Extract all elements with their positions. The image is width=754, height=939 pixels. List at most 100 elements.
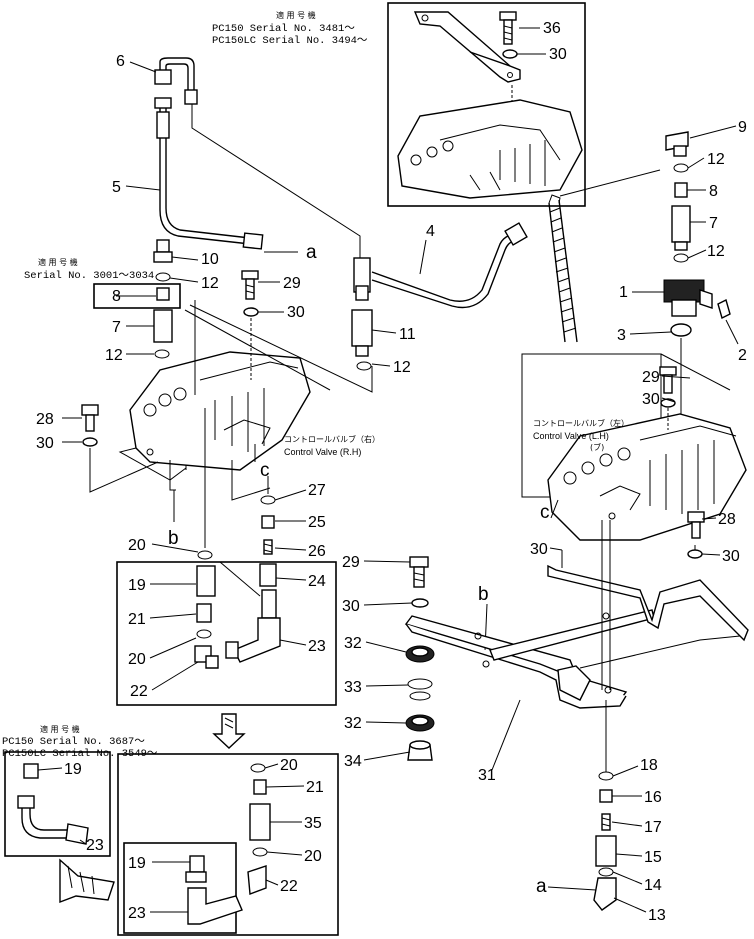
- callout-29-center: 29: [342, 554, 360, 571]
- bottom-note-line1: PC150 Serial No. 3687～: [2, 736, 145, 748]
- lh-valve-sub: (ブ): [590, 442, 604, 452]
- callout-leaders: [37, 27, 739, 913]
- callout-3: 3: [617, 327, 626, 344]
- rh-valve-label: Control Valve (R.H): [284, 447, 361, 457]
- callout-numbers: 36 30 9 12 8 7 12 1 2 3 6 5 4 10 12 8 29…: [36, 20, 747, 924]
- callout-12-a: 12: [707, 151, 725, 168]
- rh-control-valve: [118, 300, 331, 501]
- callout-31: 31: [478, 767, 496, 784]
- callout-20-c: 20: [280, 757, 298, 774]
- callout-7-right: 7: [709, 215, 718, 232]
- callout-13: 13: [648, 907, 666, 924]
- callout-10: 10: [201, 251, 219, 268]
- callout-25: 25: [308, 514, 326, 531]
- callout-29-right: 29: [642, 369, 660, 386]
- callout-16: 16: [644, 789, 662, 806]
- reference-arrows: [173, 251, 597, 891]
- letter-c-right: c: [540, 502, 550, 523]
- callout-32-a: 32: [344, 635, 362, 652]
- left-note-heading: 適 用 号 機: [38, 257, 78, 267]
- top-note-line2: PC150LC Serial No. 3494～: [212, 35, 368, 47]
- callout-11: 11: [399, 326, 416, 343]
- callout-34: 34: [344, 753, 362, 770]
- callout-22-b: 22: [280, 878, 298, 895]
- mount-stack: [405, 556, 435, 761]
- callout-18: 18: [640, 757, 658, 774]
- callout-27: 27: [308, 482, 326, 499]
- center-fittings: [197, 408, 277, 587]
- callout-26: 26: [308, 543, 326, 560]
- callout-7-left: 7: [112, 319, 121, 336]
- callout-24: 24: [308, 573, 326, 590]
- rh-valve-jp: コントロールバルブ（右）: [284, 434, 380, 444]
- right-fittings: [663, 131, 731, 415]
- callout-21-a: 21: [128, 611, 146, 628]
- callout-19-a: 19: [128, 577, 146, 594]
- bolt-36: [499, 11, 518, 59]
- callout-15: 15: [644, 849, 662, 866]
- bolt-28-washer-30-left: [81, 404, 159, 493]
- bolt-28-washer-30-right: [687, 511, 705, 559]
- callout-12-b: 12: [707, 243, 725, 260]
- top-note-heading: 適 用 号 機: [276, 10, 316, 20]
- top-variant-frame: [387, 2, 586, 207]
- callout-5: 5: [112, 179, 121, 196]
- bolt-29-washer-30-left: [241, 270, 259, 380]
- frames: [4, 2, 586, 936]
- letter-b-left: b: [168, 528, 179, 549]
- callout-30-right-b: 30: [722, 548, 740, 565]
- callout-23-b: 23: [86, 837, 104, 854]
- bottom-variant-drawings: [17, 713, 271, 925]
- top-inset-drawing: [397, 11, 583, 199]
- letter-b-right: b: [478, 584, 489, 605]
- callout-19-b: 19: [64, 761, 82, 778]
- bottom-right-fittings: [593, 700, 617, 911]
- mount-bracket-31: [404, 520, 749, 771]
- lh-valve-jp: コントロールバルブ（左）: [533, 418, 629, 428]
- letter-labels: a b c c b a: [168, 242, 550, 897]
- lh-control-valve: [521, 353, 747, 541]
- callout-32-b: 32: [344, 715, 362, 732]
- group-fittings: [194, 561, 281, 669]
- callout-36: 36: [543, 20, 561, 37]
- callout-21-b: 21: [306, 779, 324, 796]
- bottom-left-variant-frame: [4, 751, 111, 857]
- bottom-note-heading: 適 用 号 機: [40, 724, 80, 734]
- callout-20-b: 20: [128, 651, 146, 668]
- callout-17: 17: [644, 819, 662, 836]
- lh-valve-label: Control Valve (L.H): [533, 431, 609, 441]
- letter-c-left: c: [260, 460, 270, 481]
- callout-8-left: 8: [112, 288, 121, 305]
- callout-29-left: 29: [283, 275, 301, 292]
- top-note-line1: PC150 Serial No. 3481～: [212, 23, 355, 35]
- pipe-6-5: [154, 57, 361, 260]
- pipe-4: [189, 222, 528, 393]
- callout-14: 14: [644, 877, 662, 894]
- callout-30-right-a: 30: [642, 391, 660, 408]
- callout-6: 6: [116, 53, 125, 70]
- bottom-variant-frame: [117, 753, 339, 936]
- left-fittings: [153, 239, 173, 359]
- callout-33: 33: [344, 679, 362, 696]
- bottom-inner-frame: [123, 842, 237, 934]
- callout-30-right-c: 30: [530, 541, 548, 558]
- callout-19-c: 19: [128, 855, 146, 872]
- letter-a-top: a: [306, 242, 317, 263]
- callout-4: 4: [426, 223, 435, 240]
- left-note-line1: Serial No. 3001～3034: [24, 270, 154, 282]
- letter-a-bottom: a: [536, 876, 547, 897]
- callout-28-left: 28: [36, 411, 54, 428]
- callout-2: 2: [738, 347, 747, 364]
- hose: [548, 169, 661, 343]
- notes: 適 用 号 機 PC150 Serial No. 3481～ PC150LC S…: [2, 10, 629, 760]
- fitting-group-frame: [116, 561, 337, 706]
- callout-30-top: 30: [549, 46, 567, 63]
- callout-20-d: 20: [304, 848, 322, 865]
- callout-30-left-b: 30: [36, 435, 54, 452]
- callout-30-center: 30: [342, 598, 360, 615]
- callout-22-a: 22: [130, 683, 148, 700]
- callout-12-mid: 12: [393, 359, 411, 376]
- callout-12-left-b: 12: [105, 347, 123, 364]
